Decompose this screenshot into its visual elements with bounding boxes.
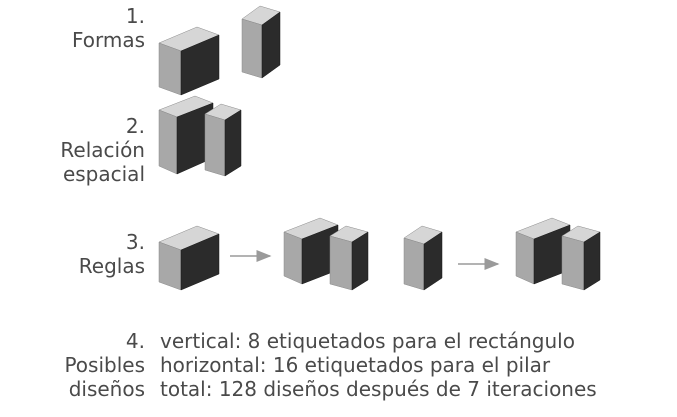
step-1-number: 1. bbox=[125, 4, 145, 28]
designs-line-total: total: 128 diseños después de 7 iteracio… bbox=[160, 377, 597, 401]
step-4-name-line1: Posibles bbox=[64, 353, 145, 377]
step-3-label: 3. Reglas bbox=[0, 230, 145, 278]
step-2-name-line1: Relación bbox=[60, 138, 145, 162]
step-3-number: 3. bbox=[125, 230, 145, 254]
rule-1-input-rectangle bbox=[158, 225, 220, 291]
step-2-spatial-relation bbox=[158, 95, 242, 177]
step-1-name: Formas bbox=[71, 28, 145, 52]
rule-2-input-pillar bbox=[403, 225, 443, 291]
step-2-label: 2. Relación espacial bbox=[0, 114, 145, 186]
step-2-name-line2: espacial bbox=[62, 162, 145, 186]
rectangle-block bbox=[158, 26, 220, 96]
step-3-name: Reglas bbox=[78, 254, 145, 278]
step-1-shapes bbox=[158, 5, 281, 96]
step-3-rules bbox=[158, 217, 601, 291]
rule-1-output-combination bbox=[283, 217, 369, 291]
step-4-name-line2: diseños bbox=[68, 377, 145, 401]
step-4-label: 4. Posibles diseños bbox=[0, 329, 145, 401]
rule-2-output-combination bbox=[515, 217, 601, 291]
designs-description: vertical: 8 etiquetados para el rectángu… bbox=[160, 329, 597, 401]
step-4-number: 4. bbox=[125, 329, 145, 353]
designs-line-horizontal: horizontal: 16 etiquetados para el pilar bbox=[160, 353, 551, 377]
pillar-block bbox=[241, 5, 281, 79]
step-1-label: 1. Formas bbox=[0, 4, 145, 52]
step-2-number: 2. bbox=[125, 114, 145, 138]
designs-line-vertical: vertical: 8 etiquetados para el rectángu… bbox=[160, 329, 575, 353]
